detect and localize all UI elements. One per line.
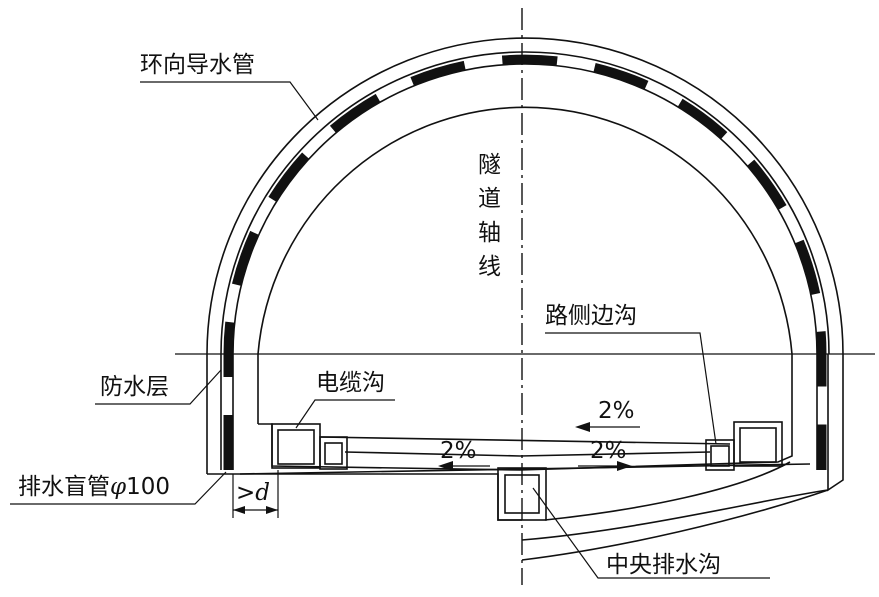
outer-lining-outline: [206, 37, 844, 492]
label-central-drain: 中央排水沟: [606, 552, 721, 578]
cable-trench-left-inner: [277, 429, 315, 465]
leader-blind-drain-pipe: [10, 471, 227, 505]
invert-curve: [544, 461, 791, 521]
road-surface-right: [519, 451, 711, 457]
leader-cable-trench: [295, 399, 395, 429]
dimension-arrow-left: [233, 506, 245, 514]
label-tunnel-axis-1: 隧: [478, 152, 501, 178]
invert-lower: [521, 489, 829, 561]
road-surface-left: [344, 451, 521, 457]
leader-central-drain: [532, 487, 770, 579]
label-tunnel-axis-2: 道: [478, 186, 501, 212]
slope-arrow-left-head: [438, 461, 453, 471]
label-slope-top: 2%: [598, 398, 635, 424]
roadside-ditch-right-inner: [710, 445, 730, 467]
label-blind-drain-pipe: 排水盲管φ100: [18, 474, 170, 500]
dimension-arrow-right: [266, 506, 278, 514]
label-cable-trench: 电缆沟: [316, 370, 385, 396]
road-slab-top: [258, 423, 793, 471]
slope-arrow-top-head: [575, 422, 590, 432]
ring-drain-inner-line: [232, 63, 818, 470]
inner-lining-face: [257, 106, 793, 424]
label-slope-right: 2%: [590, 438, 627, 464]
roadside-ditch-left: [319, 436, 348, 470]
cable-trench-right-inner: [739, 427, 777, 463]
roadside-ditch-left-inner: [324, 442, 343, 465]
road-slab-line: [319, 436, 731, 445]
label-slope-left: 2%: [440, 438, 477, 464]
label-distance: >d: [236, 480, 270, 506]
leader-ring-drain-pipe: [140, 81, 319, 121]
label-waterproof-layer: 防水层: [100, 374, 169, 400]
roadside-ditch-right: [705, 439, 735, 471]
label-tunnel-axis-3: 轴: [478, 220, 501, 246]
label-tunnel-axis-4: 线: [478, 254, 501, 280]
label-ring-drain-pipe: 环向导水管: [140, 52, 255, 78]
slope-arrow-right-head: [617, 461, 632, 471]
leader-roadside-ditch: [545, 332, 717, 445]
ring-drain-pipe-band: [223, 54, 827, 470]
waterproof-layer-line: [220, 51, 830, 470]
label-roadside-ditch: 路侧边沟: [545, 303, 637, 329]
leader-waterproof-layer: [95, 369, 222, 405]
